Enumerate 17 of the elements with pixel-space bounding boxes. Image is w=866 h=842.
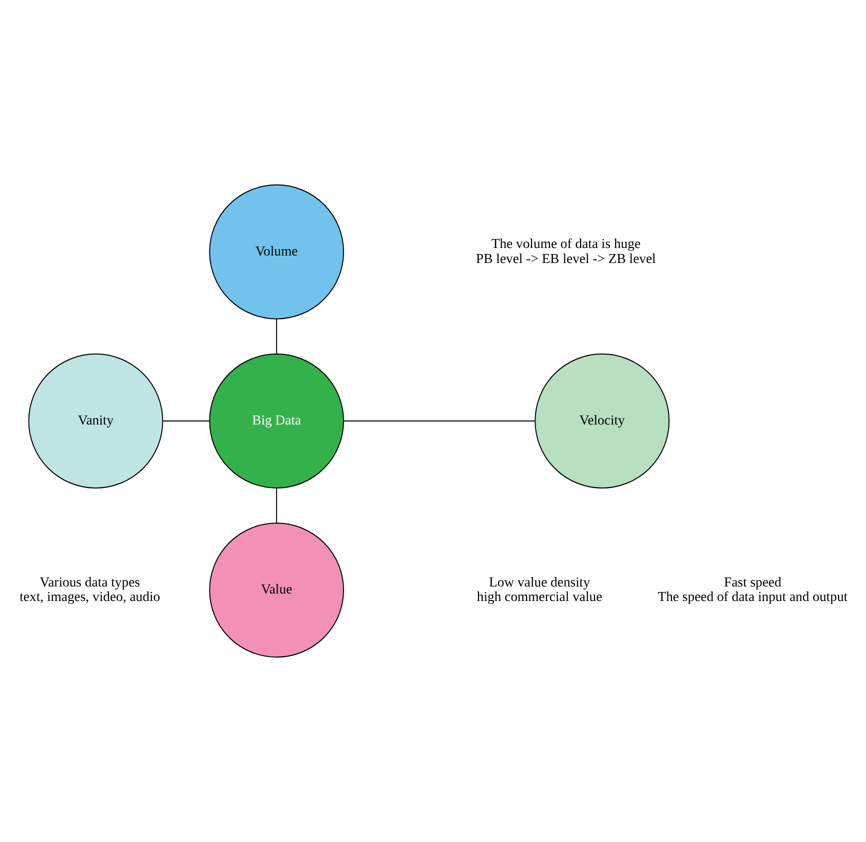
node-label: text, images, video, audio <box>20 589 160 604</box>
node-label: Fast speed <box>724 574 782 590</box>
node-circle: Vanity <box>28 354 164 488</box>
node-label: Various data types <box>40 574 140 590</box>
connector <box>343 420 536 422</box>
node-circle: Big Data <box>209 354 344 488</box>
node-label: Low value density <box>489 574 590 590</box>
node-label: PB level -> EB level -> ZB level <box>476 250 656 266</box>
node-circle: Velocity <box>534 354 670 488</box>
node-circle: Volume <box>209 184 344 320</box>
connector <box>276 318 278 354</box>
node-label: The volume of data is huge <box>491 236 641 252</box>
node-label: The speed of data input and output <box>658 589 848 604</box>
connector <box>276 488 278 524</box>
node-circle: Value <box>209 522 344 658</box>
connector <box>162 420 210 422</box>
node-label: high commercial value <box>476 589 602 604</box>
